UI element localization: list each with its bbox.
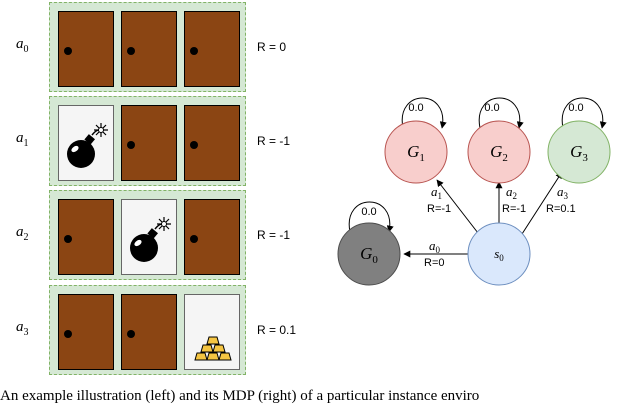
node-g1 — [384, 120, 448, 184]
reward-label: R = 0.1 — [257, 323, 297, 337]
door — [58, 294, 114, 370]
loop-g1 — [401, 97, 447, 129]
action-label: a0 — [16, 36, 29, 55]
loop-g0 — [348, 201, 394, 233]
loop-label-g3: 0.0 — [568, 102, 583, 114]
action-label: a2 — [16, 224, 29, 243]
edge-label-a1: a1 — [431, 184, 442, 201]
node-g0 — [337, 222, 401, 286]
door — [58, 11, 114, 87]
gold-bars-icon — [194, 336, 232, 361]
gold-tile — [184, 294, 240, 370]
reward-label: R = 0 — [257, 40, 287, 54]
bomb-icon — [67, 123, 108, 168]
edge-a3 — [521, 171, 563, 235]
door-knob — [64, 47, 72, 55]
edge-label-a0: a0 — [429, 238, 441, 255]
door-knob — [127, 47, 135, 55]
node-label-g1: G1 — [407, 142, 425, 164]
door-knob — [190, 141, 198, 149]
door — [121, 294, 177, 370]
node-g2 — [467, 120, 531, 184]
edge-label-a2: a2 — [506, 184, 517, 201]
door — [184, 199, 240, 275]
action-label: a1 — [16, 130, 29, 149]
bomb-tile — [58, 105, 114, 181]
door-knob — [190, 235, 198, 243]
edge-reward-a3: R=0.1 — [546, 203, 576, 215]
door-knob — [127, 330, 135, 338]
loop-label-g1: 0.0 — [408, 102, 423, 114]
door-knob — [64, 330, 72, 338]
door-knob — [64, 235, 72, 243]
action-row-panel — [49, 285, 246, 375]
node-s0 — [467, 222, 531, 286]
action-row-panel — [49, 190, 246, 280]
loop-g2 — [478, 97, 524, 129]
door-knob — [190, 47, 198, 55]
action-row-panel — [49, 96, 246, 186]
reward-label: R = -1 — [257, 228, 291, 242]
edge-reward-a1: R=-1 — [427, 203, 451, 215]
node-label-g0: G0 — [360, 244, 378, 266]
door — [184, 105, 240, 181]
edge-reward-a0: R=0 — [424, 257, 445, 269]
door — [58, 199, 114, 275]
door-knob — [127, 141, 135, 149]
reward-label: R = -1 — [257, 134, 291, 148]
edge-label-a3: a3 — [557, 184, 569, 201]
action-row-panel — [49, 2, 246, 92]
door — [184, 11, 240, 87]
door — [121, 105, 177, 181]
edge-a1 — [436, 179, 479, 234]
loop-g3 — [561, 97, 607, 129]
loop-label-g0: 0.0 — [361, 206, 376, 218]
node-label-g3: G3 — [570, 142, 588, 164]
figure-caption: An example illustration (left) and its M… — [0, 388, 480, 404]
node-label-g2: G2 — [490, 142, 508, 164]
bomb-tile — [121, 199, 177, 275]
node-g3 — [547, 120, 611, 184]
edge-reward-a2: R=-1 — [502, 203, 526, 215]
loop-label-g2: 0.0 — [484, 102, 499, 114]
bomb-icon — [130, 217, 171, 262]
action-label: a3 — [16, 319, 29, 338]
node-label-s0: s0 — [494, 246, 504, 263]
door — [121, 11, 177, 87]
